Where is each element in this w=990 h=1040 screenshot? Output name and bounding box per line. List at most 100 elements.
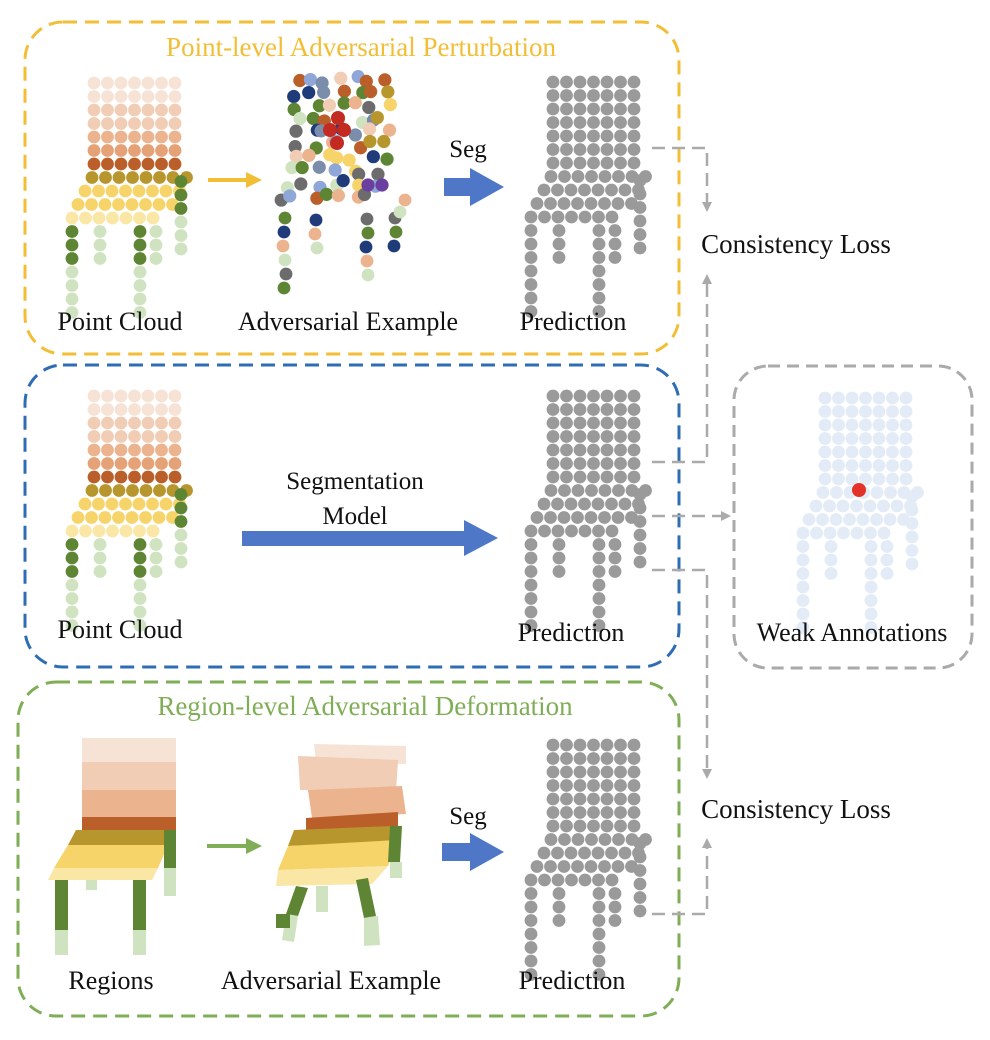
backrest-point bbox=[587, 116, 600, 129]
backrest-point bbox=[155, 157, 168, 171]
backrest-point bbox=[627, 156, 641, 170]
leg-point bbox=[864, 540, 878, 553]
seat-point bbox=[551, 497, 564, 511]
leg-point bbox=[633, 864, 647, 877]
leg-point bbox=[65, 592, 79, 605]
point-level-panel bbox=[23, 20, 681, 356]
weak-annotation-chair bbox=[796, 391, 924, 634]
backrest-point bbox=[614, 116, 627, 129]
backrest-point bbox=[101, 430, 114, 443]
seat-point bbox=[99, 484, 112, 497]
seat-point bbox=[836, 499, 850, 513]
leg-point bbox=[524, 224, 538, 237]
seat-point bbox=[132, 184, 146, 198]
leg-point bbox=[524, 578, 538, 592]
region-backrest-top bbox=[82, 738, 176, 762]
leg-point bbox=[524, 954, 538, 968]
backrest-point bbox=[899, 391, 913, 405]
seat-point bbox=[99, 171, 112, 184]
backrest-point bbox=[141, 157, 155, 171]
adversarial-point bbox=[288, 140, 302, 154]
backrest-point bbox=[168, 157, 182, 171]
seat-point bbox=[538, 873, 551, 887]
leg-point bbox=[65, 252, 79, 265]
deformed-leg bbox=[286, 886, 308, 916]
backrest-point bbox=[587, 470, 600, 484]
backrest-point bbox=[168, 457, 182, 470]
weak-annotation-panel bbox=[732, 364, 974, 670]
backrest-point bbox=[128, 90, 141, 103]
seat-point bbox=[591, 846, 605, 860]
adversarial-point bbox=[361, 178, 375, 192]
leg-point bbox=[608, 914, 622, 927]
leg-point bbox=[149, 538, 163, 551]
seat-point bbox=[565, 210, 578, 224]
backrest-point bbox=[845, 445, 859, 459]
seat-point bbox=[112, 198, 125, 211]
seat-point bbox=[584, 860, 598, 873]
label-prediction-middle: Prediction bbox=[518, 618, 625, 647]
backrest-point bbox=[872, 418, 886, 432]
backrest-point bbox=[627, 470, 641, 484]
leg-point bbox=[905, 490, 919, 503]
backrest-point bbox=[546, 779, 560, 792]
backrest-point bbox=[560, 389, 573, 403]
backrest-point bbox=[600, 470, 614, 484]
adversarial-point bbox=[366, 150, 380, 164]
seat-point bbox=[524, 210, 538, 224]
backrest-point bbox=[627, 752, 641, 765]
leg-point bbox=[796, 580, 810, 594]
leg-point bbox=[633, 187, 647, 201]
seat-point bbox=[106, 211, 119, 225]
seat-point bbox=[598, 484, 612, 497]
backrest-point bbox=[886, 445, 899, 459]
adversarial-point bbox=[312, 99, 326, 113]
seat-point bbox=[126, 484, 139, 497]
backrest-point bbox=[128, 416, 141, 430]
seat-point bbox=[152, 511, 166, 524]
backrest-point bbox=[114, 130, 128, 144]
backrest-point bbox=[546, 116, 560, 129]
leg-point bbox=[905, 503, 919, 517]
seat-point bbox=[585, 484, 598, 497]
seat-point bbox=[538, 524, 551, 538]
seat-point bbox=[153, 484, 166, 497]
seat-point bbox=[810, 526, 823, 540]
backrest-point bbox=[899, 418, 913, 432]
leg-point bbox=[174, 202, 188, 215]
backrest-point bbox=[168, 103, 182, 117]
seat-point bbox=[611, 860, 625, 873]
backrest-point bbox=[573, 416, 587, 430]
backrest-point bbox=[573, 102, 587, 116]
backrest-point bbox=[600, 765, 614, 779]
backrest-point bbox=[818, 459, 832, 472]
backrest-point bbox=[168, 470, 182, 484]
seat-point bbox=[823, 526, 837, 540]
backrest-point bbox=[560, 116, 573, 129]
adversarial-point bbox=[393, 205, 407, 219]
leg-point bbox=[524, 538, 538, 551]
seat-point bbox=[578, 846, 591, 860]
backrest-point bbox=[128, 443, 141, 457]
backrest-point bbox=[573, 792, 587, 806]
consistency-loss-top: Consistency Loss bbox=[701, 229, 891, 259]
seat-point bbox=[557, 860, 571, 873]
backrest-point bbox=[600, 738, 614, 752]
backrest-point bbox=[818, 405, 832, 418]
backrest-point bbox=[546, 443, 560, 457]
seat-point bbox=[618, 497, 632, 511]
seat-point bbox=[112, 484, 126, 497]
backrest-point bbox=[546, 819, 560, 833]
seat-point bbox=[605, 210, 619, 224]
seat-point bbox=[85, 171, 99, 184]
leg-point bbox=[65, 292, 79, 306]
backrest-point bbox=[168, 416, 182, 430]
leg-point bbox=[905, 517, 919, 530]
backrest-point bbox=[546, 457, 560, 470]
adversarial-point bbox=[363, 134, 377, 149]
backrest-point bbox=[587, 156, 600, 170]
backrest-point bbox=[627, 443, 641, 457]
adversarial-point bbox=[383, 97, 397, 112]
backrest-point bbox=[101, 443, 114, 457]
adversarial-point bbox=[378, 73, 392, 87]
